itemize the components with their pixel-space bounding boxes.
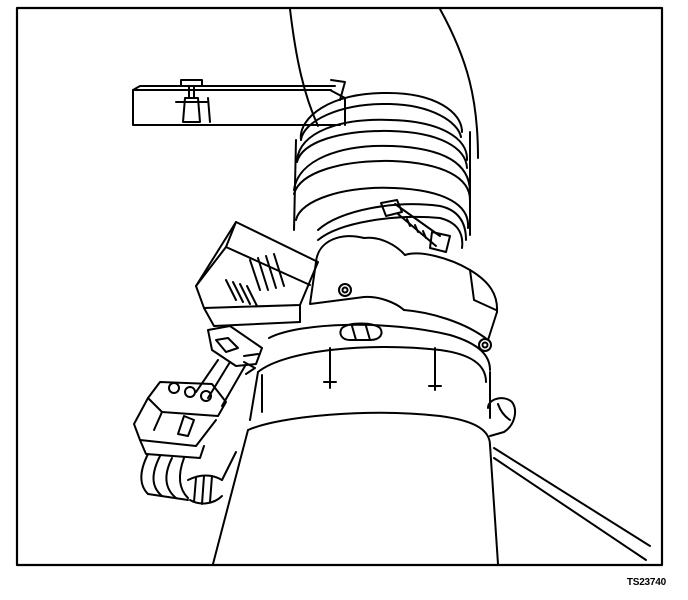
hose-clamp: [317, 199, 467, 253]
lower-intake-tube: [212, 323, 651, 565]
sensor-module: [195, 221, 319, 367]
figure-code-label: TS23740: [626, 577, 666, 588]
mounting-bracket: [132, 79, 346, 126]
wiring-harness: [140, 451, 237, 505]
figure-frame: [15, 6, 664, 567]
connector-alignment-lines: [195, 359, 256, 407]
upper-intake-duct: [289, 8, 479, 159]
sensor-body-housing: [309, 235, 499, 352]
ribbed-rubber-boot: [293, 91, 471, 236]
harness-connector: [133, 381, 227, 459]
